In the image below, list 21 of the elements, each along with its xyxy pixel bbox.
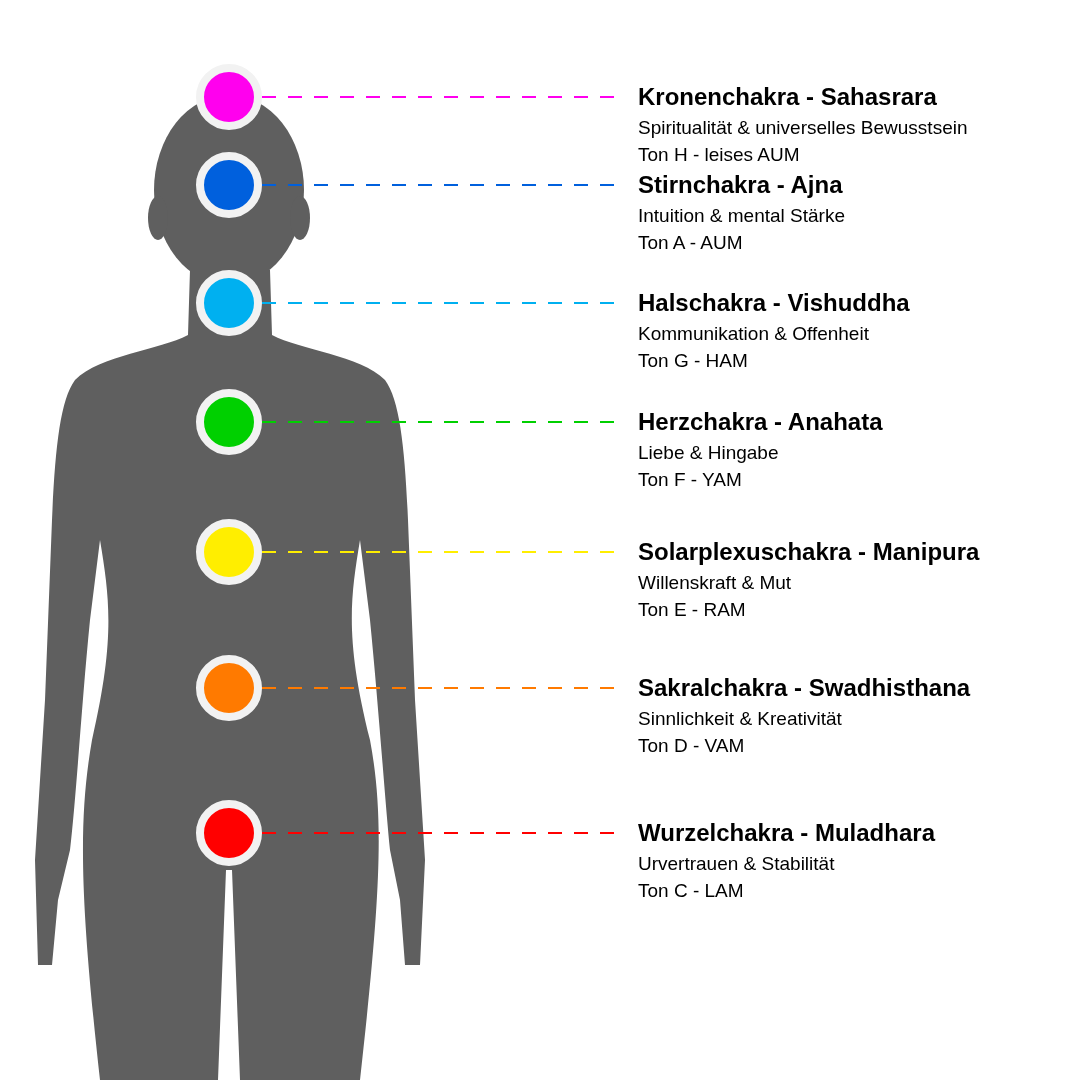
chakra-description: Ton F - YAM [638, 468, 743, 492]
chakra-description: Liebe & Hingabe [638, 441, 780, 465]
chakra-heading: Stirnchakra - Ajna [638, 170, 844, 200]
chakra-description: Ton A - AUM [638, 231, 744, 255]
chakra-description: Kommunikation & Offenheit [638, 322, 870, 346]
chakra-description: Ton C - LAM [638, 879, 745, 903]
chakra-heading: Solarplexuschakra - Manipura [638, 537, 980, 567]
chakra-description: Willenskraft & Mut [638, 571, 793, 595]
chakra-heading: Halschakra - Vishuddha [638, 288, 910, 318]
chakra-description: Ton G - HAM [638, 349, 749, 373]
chakra-description: Urvertrauen & Stabilität [638, 852, 836, 876]
chakra-heading: Herzchakra - Anahata [638, 407, 883, 437]
chakra-description: Ton H - leises AUM [638, 143, 801, 167]
chakra-description: Ton D - VAM [638, 734, 746, 758]
chakra-description: Sinnlichkeit & Kreativität [638, 707, 843, 731]
chakra-heading: Sakralchakra - Swadhisthana [638, 673, 971, 703]
chakra-heading: Wurzelchakra - Muladhara [638, 818, 935, 848]
chakra-description: Intuition & mental Stärke [638, 204, 845, 228]
chakra-heading: Kronenchakra - Sahasrara [638, 82, 938, 112]
chakra-description: Spiritualität & universelles Bewusstsein [638, 116, 968, 140]
chakra-description: Ton E - RAM [638, 598, 747, 622]
